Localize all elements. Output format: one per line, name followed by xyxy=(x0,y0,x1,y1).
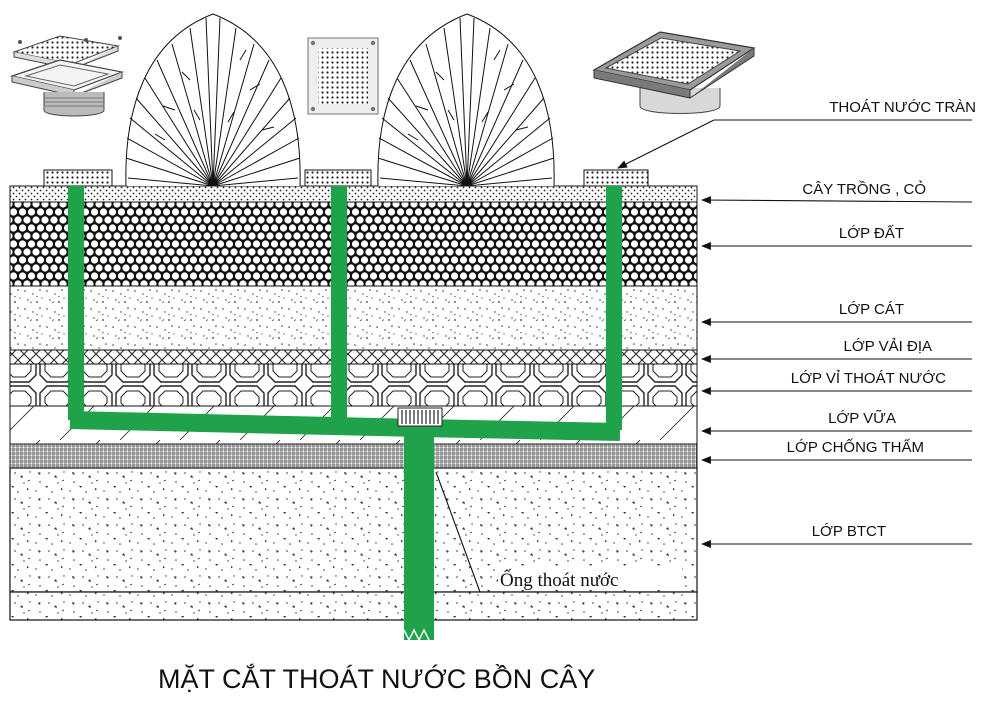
label-overflow: THOÁT NƯỚC TRÀN xyxy=(829,99,976,116)
diagram-title: MẶT CẮT THOÁT NƯỚC BỒN CÂY xyxy=(158,663,595,694)
layer-waterproof xyxy=(9,443,698,469)
label-geotextile: LỚP VẢI ĐỊA xyxy=(844,338,932,355)
label-pipe: Ống thoát nước xyxy=(500,569,619,591)
junction-strainer xyxy=(397,407,443,427)
drain-grate-icon xyxy=(307,37,379,115)
square-floor-drain-icon xyxy=(592,31,756,114)
surface-drain-grates xyxy=(43,169,649,187)
plant-right xyxy=(377,13,555,187)
surface-grate-middle xyxy=(304,169,372,187)
label-plants: CÂY TRỒNG , CỎ xyxy=(802,180,926,198)
surface-grate-right xyxy=(583,169,649,187)
label-concrete: LỚP BTCT xyxy=(812,523,886,540)
layer-geotextile xyxy=(9,349,698,365)
plant-left xyxy=(125,13,301,187)
pipe-collector-left xyxy=(69,411,421,437)
layer-sand xyxy=(9,285,698,351)
layer-soil xyxy=(9,201,698,287)
label-sand: LỚP CÁT xyxy=(839,301,904,318)
label-mortar: LỚP VỮA xyxy=(828,410,896,427)
floor-drain-exploded-icon xyxy=(9,35,125,117)
label-soil: LỚP ĐẤT xyxy=(839,225,904,242)
drain-pipes xyxy=(68,186,622,640)
leader-plants xyxy=(701,196,973,205)
layer-concrete-base xyxy=(9,591,698,621)
layer-drain-cell xyxy=(9,363,698,407)
layer-grass xyxy=(9,185,698,203)
pipe-collector-right xyxy=(419,419,621,441)
surface-grate-left xyxy=(43,169,113,187)
pipe-outlet-end xyxy=(403,628,430,642)
layer-stack xyxy=(9,185,698,621)
leader-lines xyxy=(435,119,973,593)
label-waterproof: LỚP CHỐNG THẤM xyxy=(787,438,924,456)
label-drain-cell: LỚP VỈ THOÁT NƯỚC xyxy=(791,370,946,387)
layer-labels: THOÁT NƯỚC TRÀN CÂY TRỒNG , CỎ LỚP ĐẤT L… xyxy=(787,99,976,540)
leader-overflow-pointer xyxy=(617,119,715,169)
leader-pipe-label-pointer xyxy=(435,471,481,593)
pipe-label-backdrop xyxy=(498,566,682,590)
